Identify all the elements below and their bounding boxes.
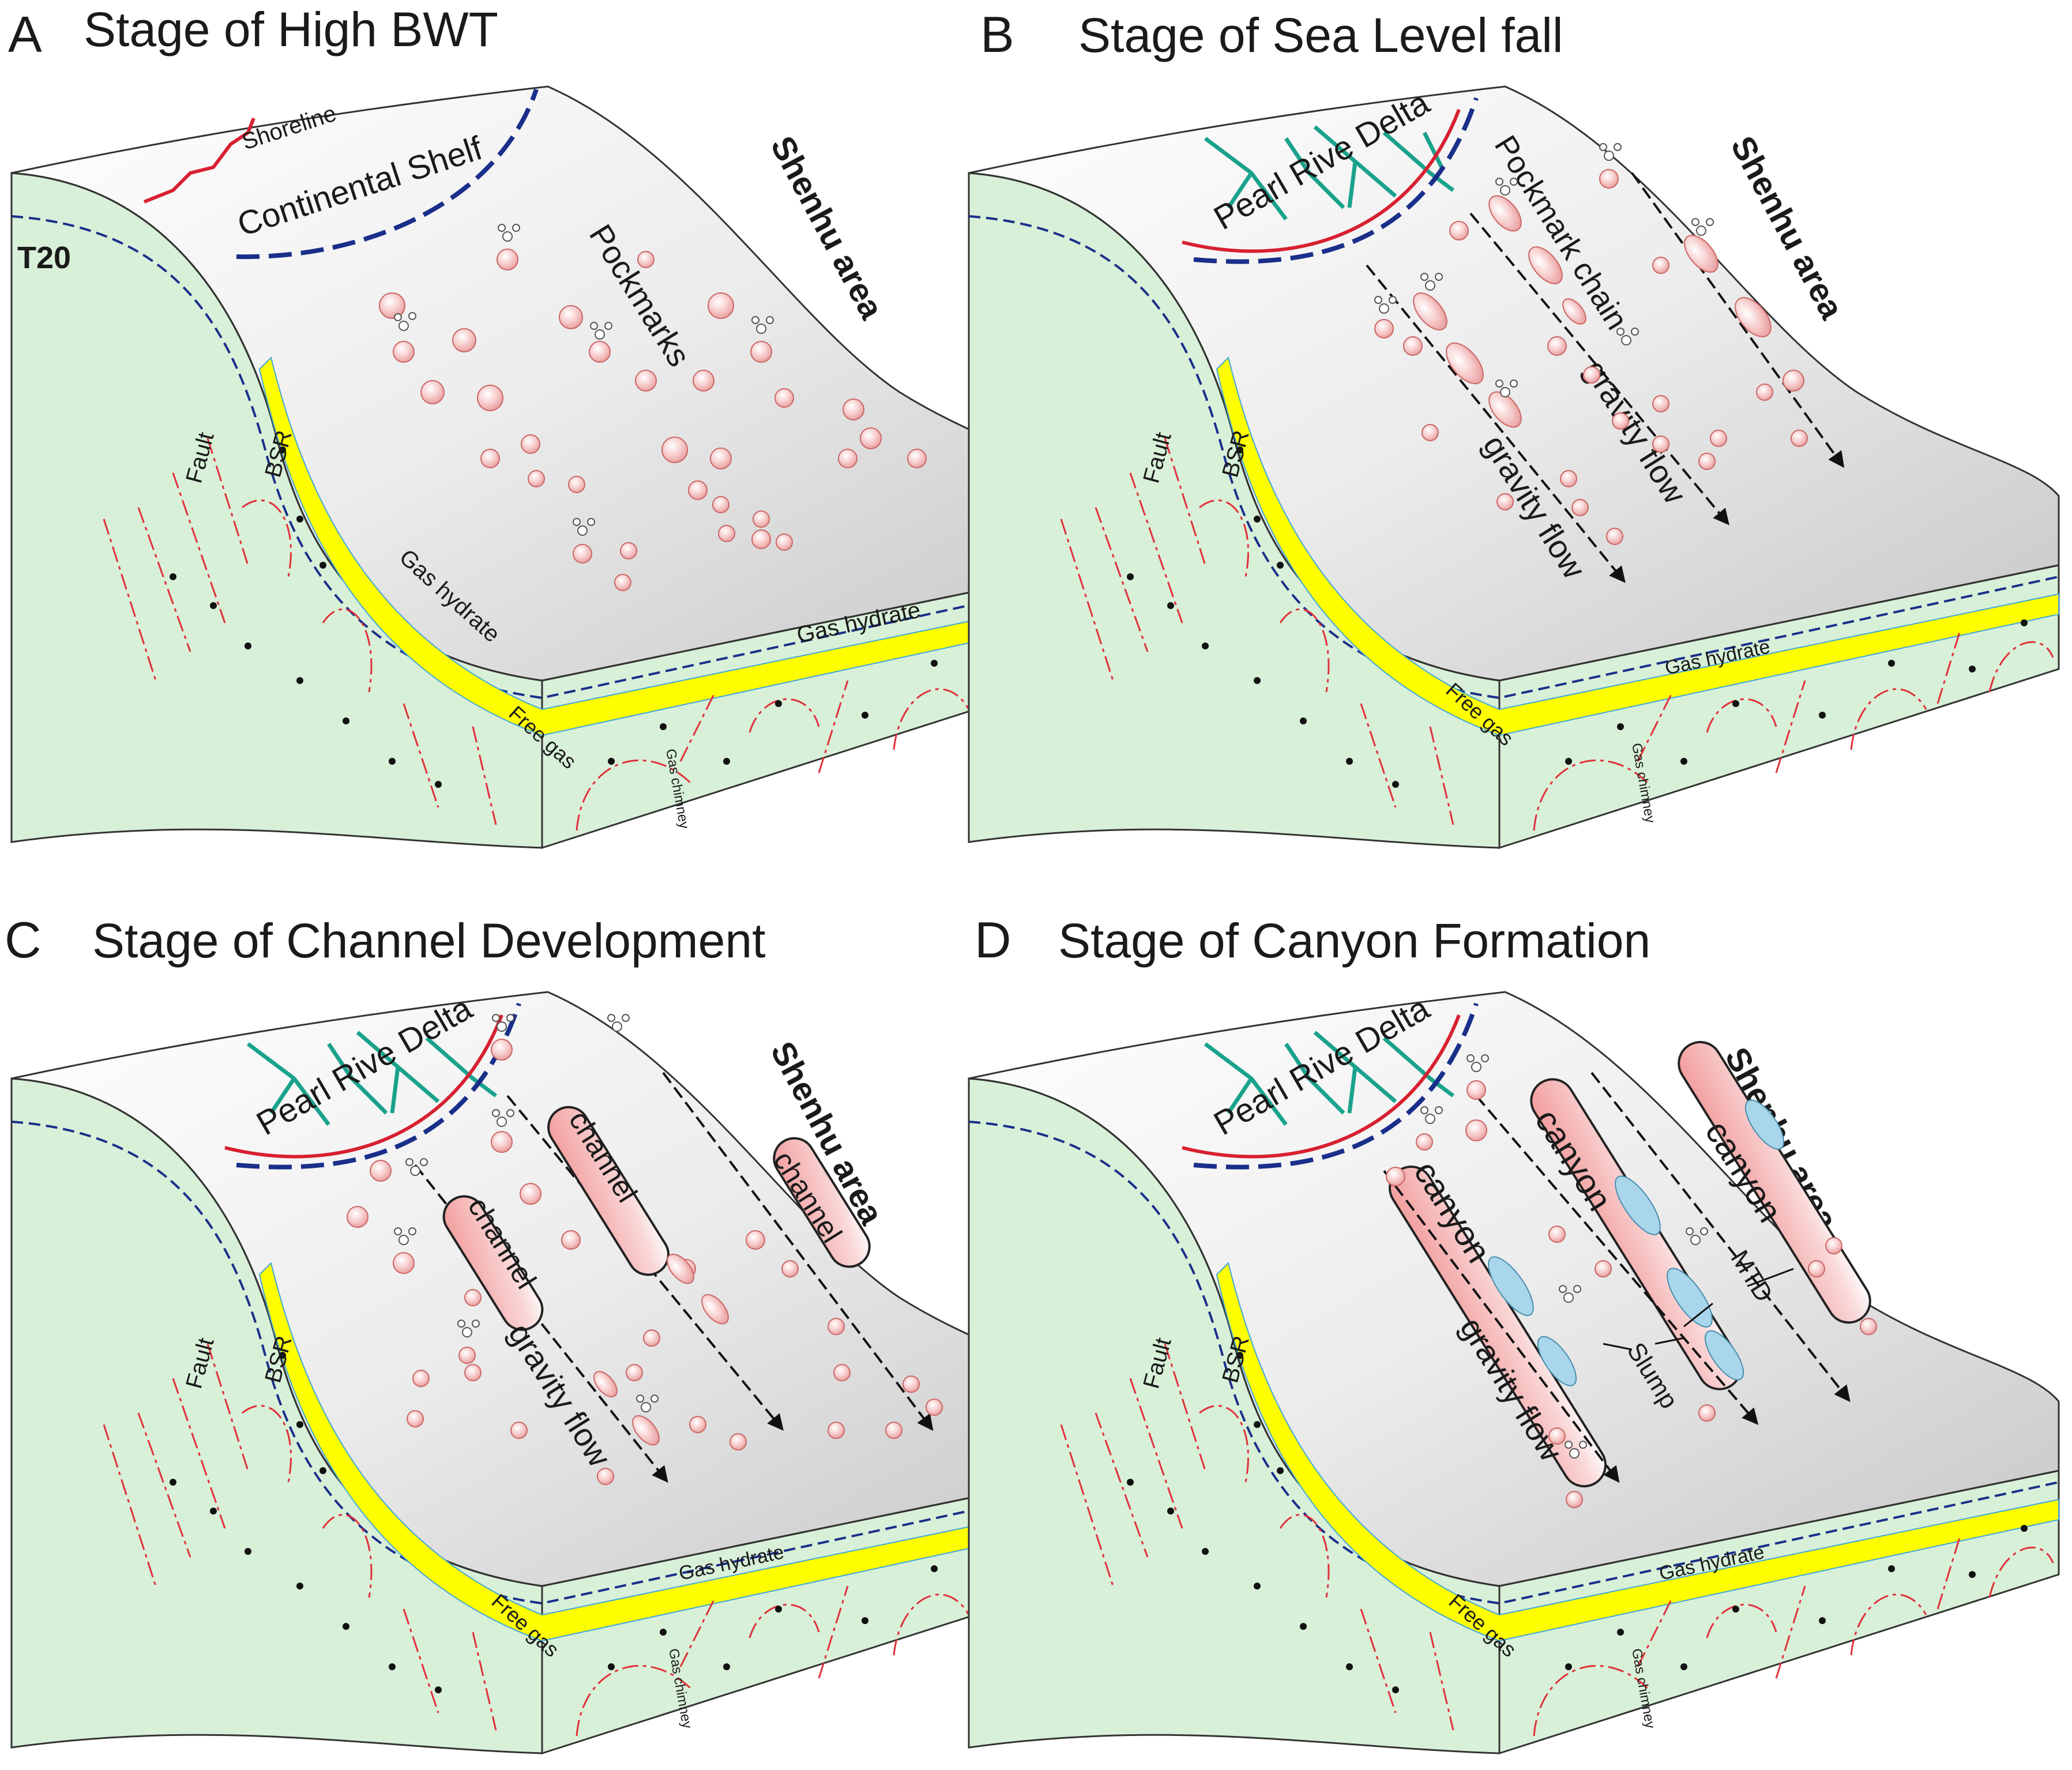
delta-channels-c [246, 1031, 498, 1126]
panel-b: B Stage of Sea Level fall Pearl Rive Del… [968, 6, 2060, 849]
delta-channels-d [1204, 1031, 1455, 1126]
panel-b-title: Stage of Sea Level fall [1078, 8, 1563, 62]
delta-channels [1204, 125, 1455, 221]
t20-label: T20 [17, 240, 71, 275]
panel-c-title: Stage of Channel Development [92, 914, 765, 968]
pockmark-field [379, 249, 927, 591]
panel-d: D Stage of Canyon Formation Pearl Rive D… [968, 911, 2060, 1754]
panel-a-title: Stage of High BWT [84, 2, 498, 57]
panel-a: A Stage of High BWT Shoreline Continenta… [8, 2, 1103, 849]
panel-d-title: Stage of Canyon Formation [1058, 914, 1650, 968]
panel-c-letter: C [5, 911, 42, 968]
panel-d-letter: D [975, 911, 1011, 968]
panel-b-letter: B [980, 6, 1014, 63]
channel-shapes [442, 1106, 871, 1331]
panel-c: C Stage of Channel Development Pearl Riv… [5, 911, 1103, 1754]
panel-a-letter: A [8, 6, 42, 63]
